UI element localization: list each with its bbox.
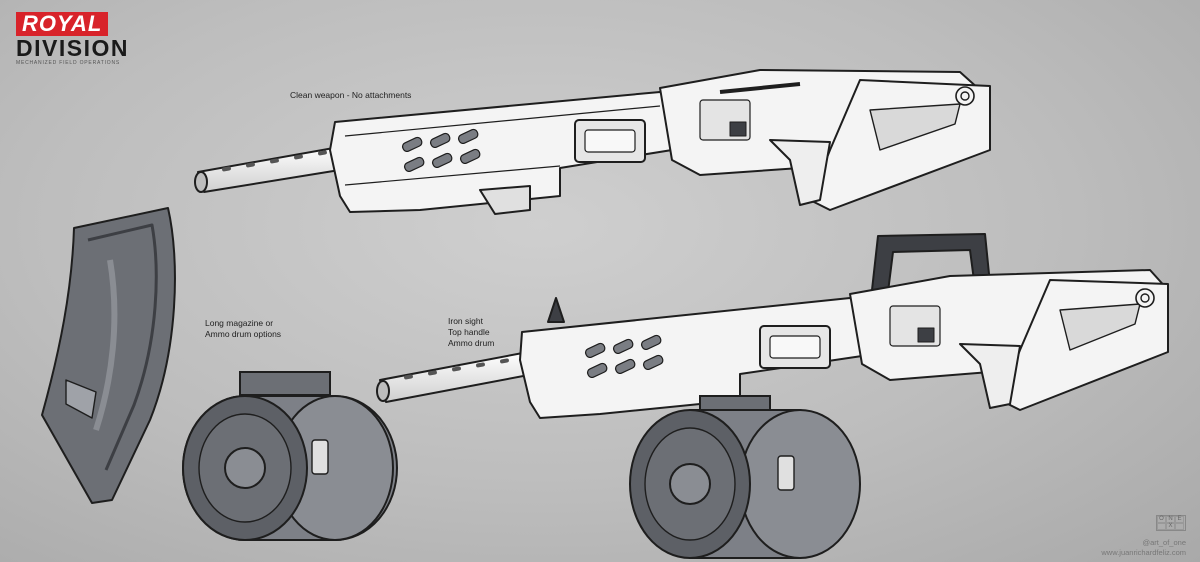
clean-rifle-muzzle <box>194 171 208 193</box>
logo-tagline: MECHANIZED FIELD OPERATIONS <box>16 60 121 66</box>
clean-rifle <box>194 69 991 215</box>
note-attachments: Iron sight Top handle Ammo drum <box>448 316 495 348</box>
iron-sight <box>547 297 565 323</box>
clean-rifle-barrel-vents <box>222 150 327 172</box>
clean-rifle-foregrip <box>479 185 531 215</box>
logo-division-text: DIVISION <box>16 35 129 61</box>
note-magazine-options: Long magazine or Ammo drum options <box>205 318 282 339</box>
royal-division-logo: ROYAL DIVISION MECHANIZED FIELD OPERATIO… <box>16 12 156 66</box>
long-magazine <box>41 207 176 504</box>
one-badge: O N E X <box>1156 515 1186 531</box>
clean-rifle-vent-slots <box>401 128 481 173</box>
artist-handle: @art_of_one <box>1142 538 1186 547</box>
artist-website: www.juanrichardfeliz.com <box>1101 548 1186 557</box>
note-clean-weapon: Clean weapon - No attachments <box>290 90 412 100</box>
logo-royal-text: ROYAL <box>16 12 109 36</box>
ammo-drum-attached <box>629 395 861 559</box>
clean-rifle-barrel <box>197 145 353 193</box>
artist-credit: @art_of_one www.juanrichardfeliz.com <box>1101 538 1186 558</box>
equipped-rifle <box>376 233 1169 419</box>
clean-rifle-grip <box>769 139 831 206</box>
ammo-drum-left <box>182 371 398 541</box>
